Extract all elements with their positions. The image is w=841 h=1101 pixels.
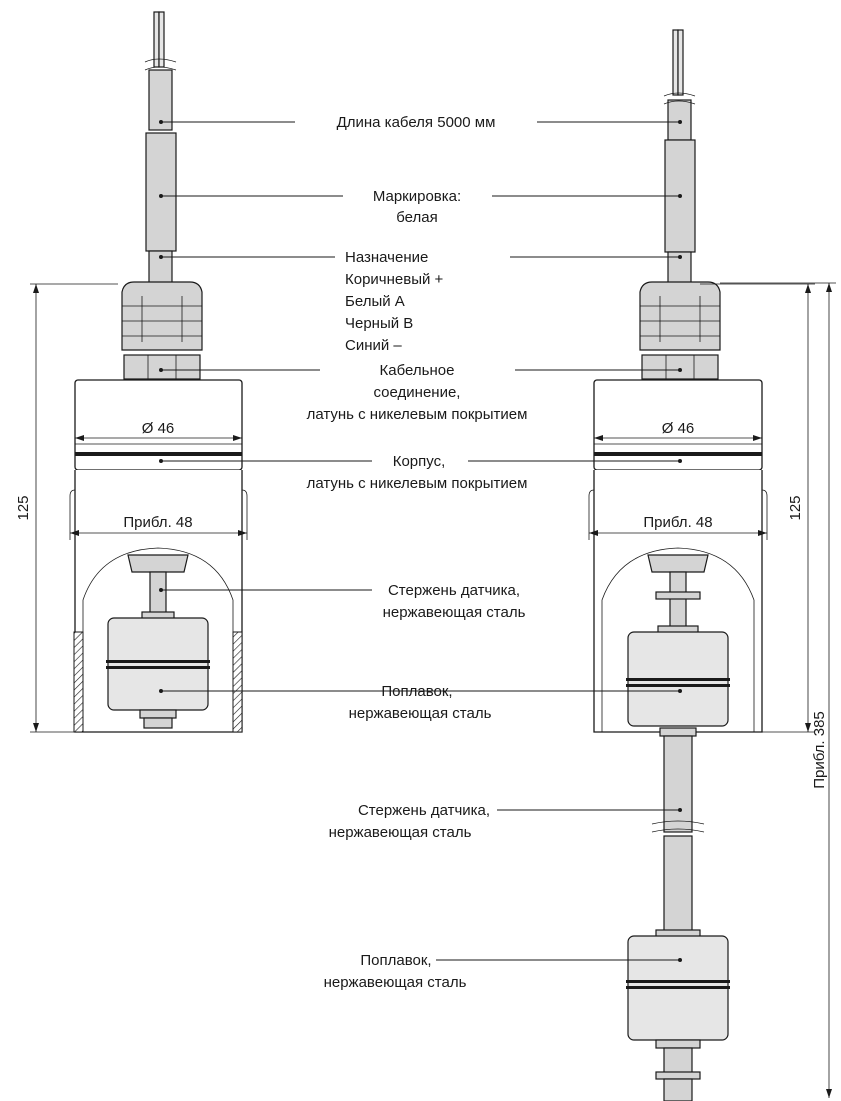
height-left: 125 xyxy=(15,495,32,520)
leader-lines xyxy=(159,120,682,962)
left-housing xyxy=(74,379,243,471)
float-label-line2: нержавеющая сталь xyxy=(349,705,492,722)
marking-label-line1: Маркировка: xyxy=(373,188,461,205)
right-sensor-rod xyxy=(651,727,705,939)
right-cable xyxy=(663,29,696,285)
housing-label-line2: латунь с никелевым покрытием xyxy=(307,475,528,492)
rod2-label-line2: нержавеющая сталь xyxy=(329,824,472,841)
left-dimensions xyxy=(30,283,247,733)
rod-label-line1: Стержень датчика, xyxy=(388,582,520,599)
callout-labels: Длина кабеля 5000 мм Маркировка: белая Н… xyxy=(307,114,528,991)
assignment-black: Черный B xyxy=(345,315,413,332)
left-device xyxy=(30,11,248,733)
assignment-white: Белый A xyxy=(345,293,405,310)
total-length: Прибл. 385 xyxy=(811,711,828,789)
right-upper-float xyxy=(626,554,730,727)
right-device xyxy=(588,29,836,1101)
float-label-line1: Поплавок, xyxy=(381,683,452,700)
rod2-label-line1: Стержень датчика, xyxy=(358,802,490,819)
cable-length-label: Длина кабеля 5000 мм xyxy=(337,114,496,131)
connection-label-line3: латунь с никелевым покрытием xyxy=(307,406,528,423)
width-left: Прибл. 48 xyxy=(123,514,192,531)
right-housing xyxy=(593,379,763,471)
float2-label-line1: Поплавок, xyxy=(360,952,431,969)
left-cable-gland xyxy=(121,281,203,380)
rod-label-line2: нержавеющая сталь xyxy=(383,604,526,621)
housing-label-line1: Корпус, xyxy=(393,453,446,470)
diameter-left: Ø 46 xyxy=(142,420,175,437)
height-right: 125 xyxy=(787,495,804,520)
assignment-brown: Коричневый + xyxy=(345,271,444,288)
connection-label-line2: соединение, xyxy=(374,384,461,401)
left-cable xyxy=(144,11,177,285)
marking-label-line2: белая xyxy=(396,209,437,226)
float2-label-line2: нержавеющая сталь xyxy=(324,974,467,991)
width-right: Прибл. 48 xyxy=(643,514,712,531)
right-lower-float xyxy=(626,935,730,1101)
connection-label-line1: Кабельное xyxy=(380,362,455,379)
assignment-title: Назначение xyxy=(345,249,428,266)
assignment-blue: Синий – xyxy=(345,337,402,354)
diameter-right: Ø 46 xyxy=(662,420,695,437)
right-dimensions xyxy=(589,282,836,1098)
left-float-assembly xyxy=(106,554,210,729)
right-cable-gland xyxy=(639,281,721,380)
dimension-labels: Ø 46 Ø 46 Прибл. 48 Прибл. 48 125 125 Пр… xyxy=(15,420,828,789)
